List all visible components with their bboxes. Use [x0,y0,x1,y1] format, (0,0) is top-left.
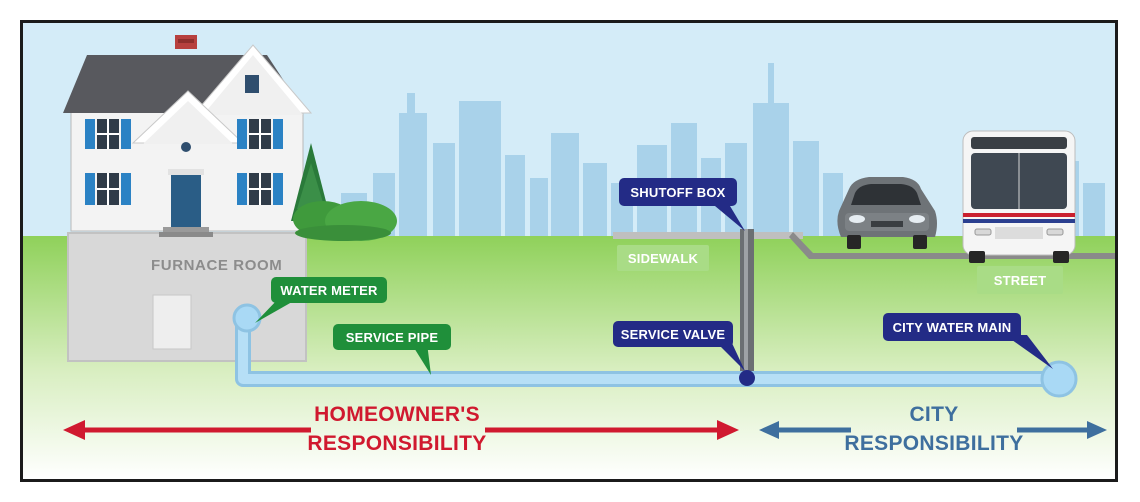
water-meter-callout: WATER METER [255,277,387,323]
furnace-room [67,232,307,362]
street-surface [789,232,1115,259]
service-valve-label: SERVICE VALVE [621,327,726,342]
service-pipe-label: SERVICE PIPE [346,330,439,345]
bus [962,130,1076,263]
street-tag: STREET [977,266,1063,294]
street-label: STREET [994,273,1046,288]
city-water-main-callout: CITY WATER MAIN [883,313,1053,369]
city-water-main-label: CITY WATER MAIN [893,320,1012,335]
house [63,35,313,237]
car [837,177,937,249]
water-meter-label: WATER METER [280,283,378,298]
city-responsibility-arrow [759,421,1107,439]
furnace-room-label: FURNACE ROOM [151,257,282,274]
sidewalk-label: SIDEWALK [628,251,699,266]
diagram-frame: FURNACE ROOM [20,20,1118,482]
shutoff-box-callout: SHUTOFF BOX [619,178,745,231]
homeowner-responsibility-line2: RESPONSIBILITY [307,432,486,455]
city-responsibility-line1: CITY [909,403,958,426]
homeowner-responsibility-arrow [63,420,739,440]
service-pipe-callout: SERVICE PIPE [333,324,451,375]
water-pipes [232,229,1078,398]
bushes [291,143,397,241]
homeowner-responsibility-line1: HOMEOWNER'S [314,403,480,426]
service-valve-callout: SERVICE VALVE [613,321,745,371]
sidewalk-surface [613,232,803,239]
water-service-diagram: FURNACE ROOM [23,23,1115,479]
city-responsibility-line2: RESPONSIBILITY [844,432,1023,455]
shutoff-box-label: SHUTOFF BOX [630,185,725,200]
sidewalk-tag: SIDEWALK [617,245,709,271]
